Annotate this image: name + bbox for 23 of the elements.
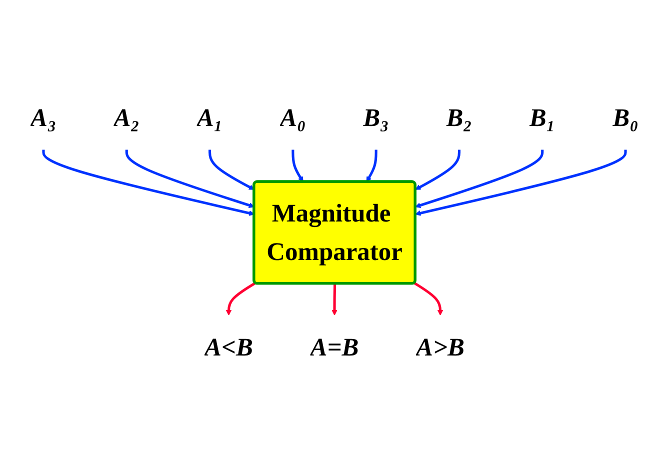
arrow (332, 284, 338, 316)
node-text: B₃ (363, 103, 389, 132)
arrow (42, 150, 254, 216)
node-text: B₂ (446, 103, 472, 132)
arrow (292, 150, 304, 182)
arrow (208, 150, 254, 190)
arrow (414, 282, 444, 316)
node-text: B₀ (612, 103, 638, 132)
node-text: A>B (416, 332, 464, 362)
node-text: A₂ (114, 103, 140, 132)
arrow (415, 150, 460, 190)
node-text: A₁ (196, 103, 223, 132)
arrow (366, 150, 378, 182)
block-diagram: A₃ A₂ A₁ A₀ B₃ B₂ B₁ B₀ Magnitude Comparator A<B A=B A>B (0, 81, 669, 384)
node-text: A<B (204, 332, 253, 362)
node-text: A=B (310, 332, 359, 362)
node-text: B₁ (529, 103, 556, 132)
arrow (415, 150, 627, 216)
node-text: A₀ (280, 103, 306, 132)
arrow (125, 150, 254, 208)
arrow (415, 150, 544, 208)
arrow (226, 282, 256, 316)
node-text: A₃ (30, 103, 56, 132)
